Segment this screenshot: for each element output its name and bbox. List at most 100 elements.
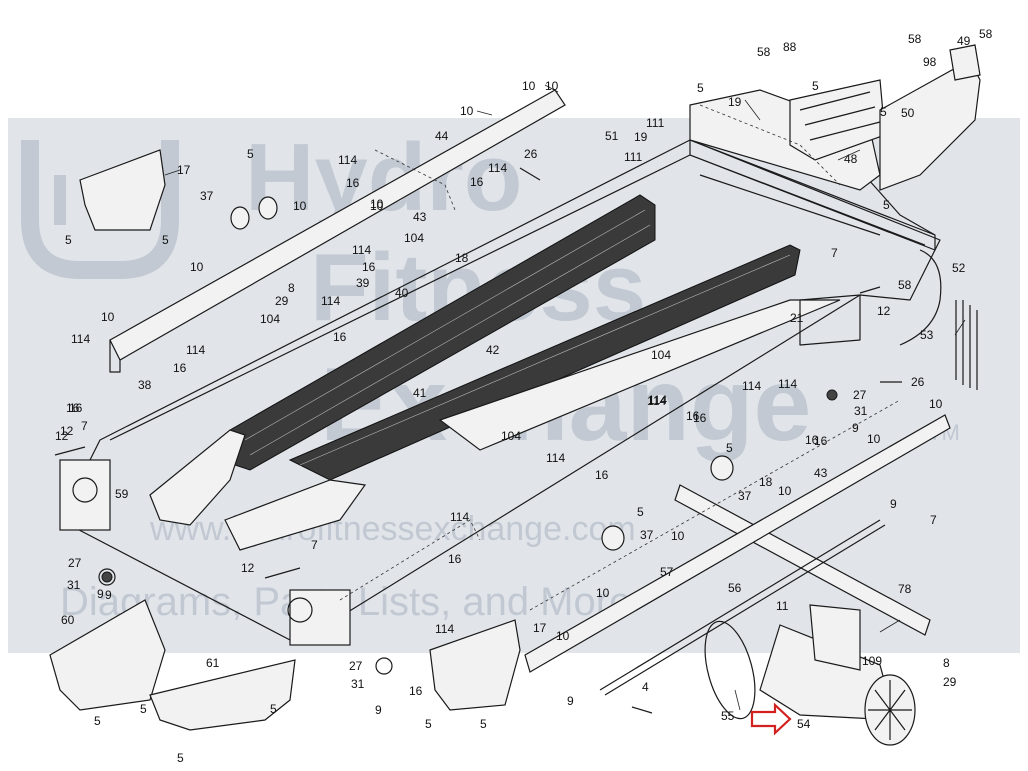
- callout-c123: 12: [55, 429, 69, 443]
- bracket-49: [949, 44, 981, 81]
- callout-c15: 26: [524, 147, 538, 161]
- callout-c63: 104: [651, 348, 671, 362]
- callout-c85: 10: [671, 529, 685, 543]
- callout-c82: 5: [637, 505, 644, 519]
- callout-c109: 57: [660, 565, 674, 579]
- callout-c28: 104: [260, 312, 280, 326]
- leader-1: [544, 84, 559, 93]
- callout-c66: 114: [742, 379, 761, 393]
- drive-belt-55: [704, 620, 756, 720]
- controller-assembly: [789, 44, 981, 191]
- callout-c16: 51: [605, 129, 619, 143]
- callout-c96: 5: [140, 702, 147, 716]
- callout-c115: 78: [898, 582, 912, 596]
- highlight-arrow-icon: [750, 702, 792, 736]
- shroud-17-top: [79, 149, 166, 231]
- washer-27c: [375, 657, 393, 675]
- callout-c32: 114: [186, 343, 205, 357]
- washer-27a-ring: [98, 568, 116, 586]
- platform-41-left: [149, 429, 246, 526]
- callout-c112: 9: [567, 694, 574, 708]
- platform-41-center: [224, 479, 367, 551]
- callout-c97: 61: [206, 656, 220, 670]
- callout-c113: 4: [642, 680, 649, 694]
- platform-right: [438, 299, 841, 451]
- callout-c124: 16: [66, 401, 80, 415]
- controller-48-detail: [799, 91, 881, 141]
- bolt-26a: [519, 167, 541, 181]
- callout-c98: 5: [270, 702, 277, 716]
- callout-c73: 10: [867, 432, 881, 446]
- callout-c40: 59: [115, 487, 129, 501]
- callout-c3: 44: [435, 129, 449, 143]
- callout-c2: 10: [460, 104, 474, 118]
- callout-c9: 5: [162, 233, 169, 247]
- callout-c26: 39: [356, 276, 370, 290]
- bumper-37c: [710, 455, 734, 481]
- callout-c67: 31: [854, 404, 868, 418]
- callout-c7: 10: [293, 199, 307, 213]
- rear-rail: [689, 139, 936, 251]
- callout-c65: 27: [853, 388, 867, 402]
- callout-c90: 12: [241, 561, 255, 575]
- callout-c11: 16: [346, 176, 360, 190]
- callout-c61: 53: [920, 328, 934, 342]
- shrouds: [49, 149, 521, 731]
- leader-7: [879, 619, 901, 633]
- callout-c5: 17: [177, 163, 191, 177]
- motor-bracket-109: [809, 604, 861, 671]
- callout-c94: 60: [61, 613, 75, 627]
- walking-grates: [229, 194, 801, 481]
- callout-c87: 114: [450, 510, 469, 524]
- callout-c14: 16: [470, 175, 484, 189]
- callout-c49: 48: [844, 152, 858, 166]
- callout-c104: 31: [351, 677, 365, 691]
- callout-c111: 56: [728, 581, 742, 595]
- controller-48: [789, 79, 886, 161]
- callout-c116: 109: [862, 654, 882, 668]
- callout-c77: 114: [546, 451, 565, 465]
- incline-bar-78: [674, 484, 931, 636]
- callout-c33: 16: [173, 361, 187, 375]
- leader-8: [734, 689, 741, 711]
- bolt-12a: [54, 446, 86, 456]
- shroud-61: [149, 659, 296, 731]
- callout-c101: 17: [533, 621, 547, 635]
- callout-c120: 54: [797, 717, 811, 731]
- callout-c76: 43: [814, 466, 828, 480]
- front-roller-end: [72, 477, 98, 503]
- callout-c78: 16: [595, 468, 609, 482]
- grate-lines: [244, 209, 791, 466]
- callout-c108: 5: [480, 717, 487, 731]
- callout-c121: 9: [105, 588, 112, 602]
- callout-c122: 10: [545, 79, 559, 93]
- callout-c46: 111: [646, 116, 665, 130]
- callout-c129: 10: [370, 197, 384, 211]
- callout-c68: 9: [852, 421, 859, 435]
- wire-52: [899, 249, 942, 346]
- callout-c100: 114: [435, 622, 454, 636]
- leader-lines: [164, 84, 966, 711]
- bolt-12b: [264, 567, 301, 579]
- callout-c10: 114: [338, 153, 357, 167]
- callout-c125: 114: [778, 377, 797, 391]
- callout-c29: 16: [333, 330, 347, 344]
- washer-27b: [826, 389, 838, 401]
- leader-4: [744, 99, 761, 121]
- callout-c80: 10: [778, 484, 792, 498]
- axle-56-b: [604, 524, 886, 696]
- callout-c81: 37: [738, 489, 752, 503]
- callout-c20: 10: [190, 260, 204, 274]
- callout-c8: 5: [65, 233, 72, 247]
- callout-c86: 7: [930, 513, 937, 527]
- callout-c95: 5: [94, 714, 101, 728]
- callout-c12: 10: [370, 199, 384, 213]
- callout-c74: 104: [501, 429, 521, 443]
- callout-c91: 27: [68, 556, 82, 570]
- bumper-37a: [230, 206, 250, 230]
- callout-c92: 31: [67, 578, 81, 592]
- callout-c93: 9: [97, 587, 104, 601]
- motor-54: [759, 624, 896, 721]
- callout-c107: 5: [425, 717, 432, 731]
